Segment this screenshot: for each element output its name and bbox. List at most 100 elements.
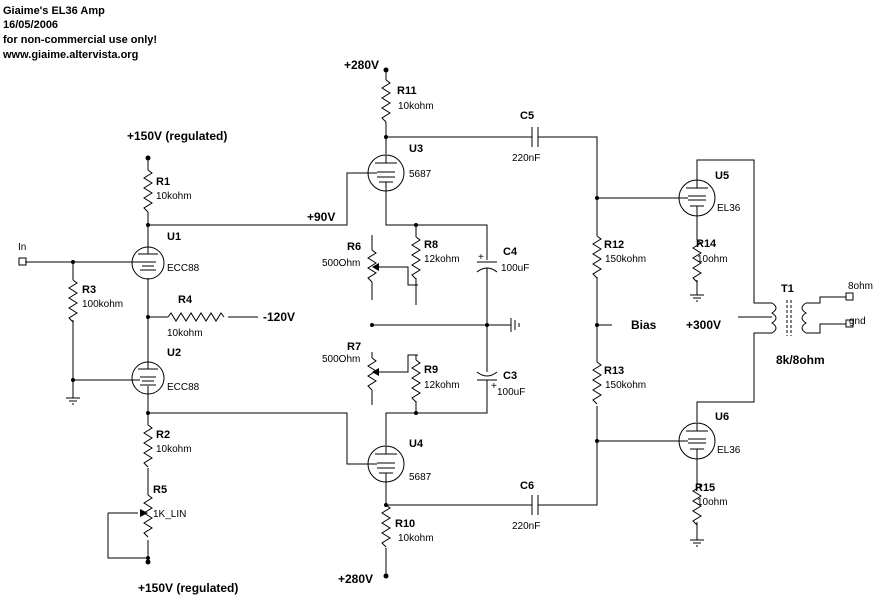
r4-ref: R4	[178, 294, 193, 306]
u1-ref: U1	[167, 231, 181, 243]
r5-ref: R5	[153, 484, 167, 496]
c3-symbol	[476, 371, 498, 381]
r6-wiper-arrow	[372, 263, 379, 271]
r12-value: 150kohm	[605, 254, 646, 265]
c5-ref: C5	[520, 110, 534, 122]
c6-symbol	[531, 495, 544, 515]
r4-symbol	[167, 312, 225, 322]
u2-value: ECC88	[167, 382, 200, 393]
output-8ohm-label: 8ohm	[848, 281, 873, 292]
u4-value: 5687	[409, 472, 432, 483]
r1-ref: R1	[156, 176, 170, 188]
c5-symbol	[531, 127, 544, 147]
r13-symbol	[592, 361, 602, 405]
input-label: In	[18, 242, 26, 253]
output-transformer	[771, 300, 807, 336]
r8-ref: R8	[424, 239, 438, 251]
r2-value: 10kohm	[156, 444, 192, 455]
c4-value: 100uF	[501, 263, 529, 274]
r11-ref: R11	[397, 85, 417, 97]
r15-symbol	[692, 482, 702, 526]
r9-value: 12kohm	[424, 380, 460, 391]
input-terminal	[18, 257, 27, 266]
supply-280v-top: +280V	[344, 58, 379, 72]
u3-tube	[362, 154, 405, 192]
r4-value: 10kohm	[167, 328, 203, 339]
terminals	[18, 257, 854, 328]
supply-150v-bottom: +150V (regulated)	[138, 581, 238, 595]
t1-ref: T1	[781, 283, 794, 295]
r14-value: 10ohm	[697, 254, 728, 265]
t1-value: 8k/8ohm	[776, 353, 825, 367]
net-90v: +90V	[307, 210, 335, 224]
r1-value: 10kohm	[156, 191, 192, 202]
output-gnd-terminal	[845, 319, 854, 328]
resistors	[68, 79, 702, 548]
net-minus-120v: -120V	[263, 310, 295, 324]
u5-ref: U5	[715, 170, 729, 182]
r12-ref: R12	[604, 239, 624, 251]
r2-symbol	[143, 424, 153, 468]
c4-ref: C4	[503, 246, 518, 258]
r3-symbol	[68, 279, 78, 323]
r3-ref: R3	[82, 284, 96, 296]
r9-symbol	[411, 359, 421, 403]
c5-value: 220nF	[512, 153, 540, 164]
u2-ref: U2	[167, 347, 181, 359]
c4-symbol	[476, 261, 498, 273]
website-url: www.giaime.altervista.org	[2, 49, 138, 61]
c6-ref: C6	[520, 480, 534, 492]
junction-dots	[71, 67, 599, 579]
supply-150v-top: +150V (regulated)	[127, 129, 227, 143]
component-labels: R1 10kohm R2 10kohm R3 100kohm R4 10kohm…	[82, 85, 825, 544]
u6-ref: U6	[715, 411, 729, 423]
license-note: for non-commercial use only!	[3, 34, 157, 46]
c4-polarity-plus: +	[478, 252, 484, 263]
u1-value: ECC88	[167, 263, 200, 274]
r5-wiper-arrow	[140, 509, 148, 517]
bias-label: Bias	[631, 318, 657, 332]
c3-value: 100uF	[497, 387, 525, 398]
header-block: Giaime's EL36 Amp 16/05/2006 for non-com…	[2, 5, 157, 61]
supply-280v-bottom: +280V	[338, 572, 373, 586]
r12-symbol	[592, 235, 602, 279]
r10-value: 10kohm	[398, 533, 434, 544]
u2-tube	[131, 361, 165, 395]
r13-value: 150kohm	[605, 380, 646, 391]
r15-ref: R15	[695, 482, 715, 494]
supply-300v: +300V	[686, 318, 721, 332]
u4-ref: U4	[409, 438, 424, 450]
r6-ref: R6	[347, 241, 361, 253]
r13-ref: R13	[604, 365, 624, 377]
r11-symbol	[381, 79, 391, 123]
u3-ref: U3	[409, 143, 423, 155]
output-8ohm-terminal	[845, 292, 854, 301]
r7-ref: R7	[347, 341, 361, 353]
r14-symbol	[692, 239, 702, 283]
u6-tube	[678, 422, 716, 460]
r10-ref: R10	[395, 518, 415, 530]
r6-value: 500Ohm	[322, 258, 360, 269]
r2-ref: R2	[156, 429, 170, 441]
r7-value: 500Ohm	[322, 354, 360, 365]
r15-value: 10ohm	[697, 497, 728, 508]
r7-symbol	[367, 357, 377, 391]
tubes	[130, 154, 716, 483]
u5-value: EL36	[717, 203, 741, 214]
schematic-date: 16/05/2006	[3, 19, 58, 31]
r10-symbol	[381, 504, 391, 548]
output-gnd-label: gnd	[849, 316, 866, 327]
u1-tube	[130, 246, 165, 280]
c3-polarity-plus: +	[491, 381, 497, 392]
r3-value: 100kohm	[82, 299, 123, 310]
r7-wiper-arrow	[372, 368, 379, 376]
capacitors: + +	[476, 127, 544, 515]
r5-value: 1K_LIN	[153, 509, 186, 520]
schematic-title: Giaime's EL36 Amp	[3, 5, 105, 17]
r9-ref: R9	[424, 364, 438, 376]
c3-ref: C3	[503, 370, 517, 382]
r11-value: 10kohm	[398, 101, 434, 112]
r8-value: 12kohm	[424, 254, 460, 265]
